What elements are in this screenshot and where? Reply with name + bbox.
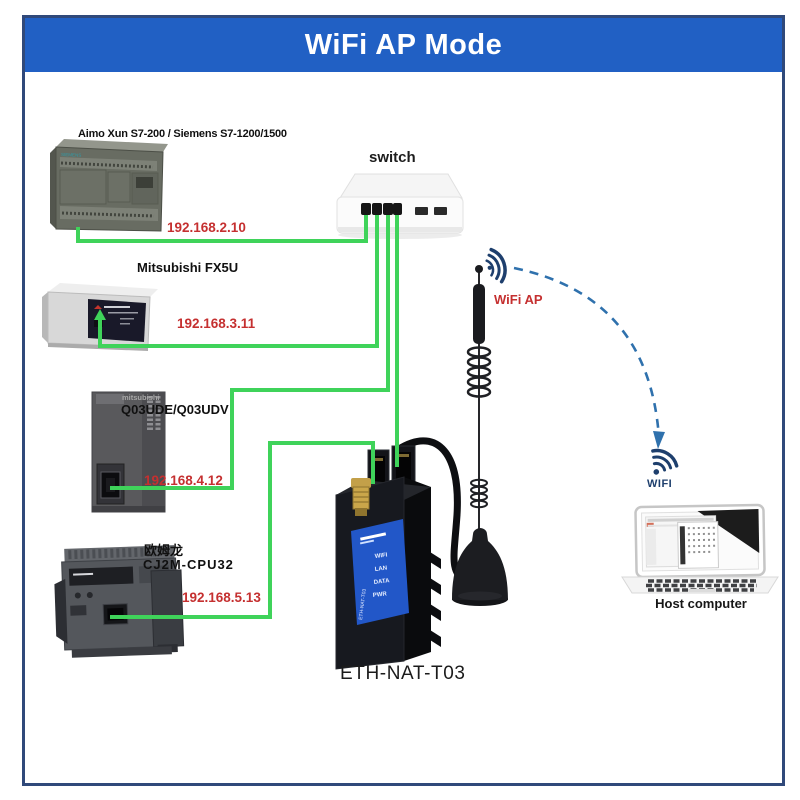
gateway-device: WIFI LAN DATA PWR ETH-NAT-T03 xyxy=(335,437,471,670)
led-label-pwr: PWR xyxy=(373,591,388,599)
antenna-magnetic-base xyxy=(452,528,508,606)
led-label-wifi: WIFI xyxy=(375,552,389,560)
q03-brand: mitsubishi xyxy=(122,393,160,402)
gateway-front-label: WIFI LAN DATA PWR ETH-NAT-T03 xyxy=(351,519,409,625)
omron-model: CJ2M-CPU32 xyxy=(143,557,234,572)
gateway-label: ETH-NAT-T03 xyxy=(340,663,466,684)
omron-ethernet-port xyxy=(102,603,129,626)
q03-ip: 192.168.4.12 xyxy=(144,473,223,488)
siemens-logo: SIEMENS xyxy=(61,152,81,158)
siemens-label: Aimo Xun S7-200 / Siemens S7-1200/1500 xyxy=(78,128,287,140)
host-laptop xyxy=(621,503,779,594)
fx5u-label: Mitsubishi FX5U xyxy=(137,260,239,275)
fx5u-ip: 192.168.3.11 xyxy=(177,316,256,331)
page-title: WiFi AP Mode xyxy=(304,28,503,61)
ethernet-connections xyxy=(76,215,399,619)
host-wifi-label: WIFI xyxy=(647,478,673,490)
switch-ports xyxy=(361,203,447,215)
wifi-dashed-arc xyxy=(513,266,665,449)
switch-device xyxy=(336,173,464,239)
antenna-coil-lower xyxy=(470,478,488,509)
led-label-data: DATA xyxy=(374,578,391,586)
host-computer-label: Host computer xyxy=(655,596,747,611)
switch-label: switch xyxy=(369,149,416,166)
antenna-coil-upper xyxy=(466,346,492,398)
gateway-side-label: ETH-NAT-T03 xyxy=(358,588,368,620)
wifi-antenna xyxy=(452,265,508,606)
led-label-lan: LAN xyxy=(375,566,388,573)
antenna-cable xyxy=(395,437,471,586)
siemens-plc-device: SIEMENS xyxy=(50,139,168,232)
link-omron-gateway xyxy=(110,441,375,619)
antenna-signal-icon xyxy=(485,247,507,284)
link-arrowhead xyxy=(94,309,106,320)
q03ude-plc-device xyxy=(91,391,166,513)
link-q03-switch xyxy=(110,215,390,490)
omron-plc-device xyxy=(54,545,185,658)
host-wifi-icon xyxy=(651,448,679,475)
omron-ip: 192.168.5.13 xyxy=(182,590,261,605)
q03ude-ethernet-port xyxy=(96,463,125,505)
siemens-ip: 192.168.2.10 xyxy=(167,220,246,235)
sma-antenna-connector xyxy=(351,478,371,516)
q03-label: Q03UDE/Q03UDV xyxy=(121,402,229,417)
link-siemens-switch xyxy=(76,215,368,243)
laptop-screen-ui xyxy=(645,515,719,569)
title-banner: WiFi AP Mode xyxy=(25,18,782,72)
wifi-ap-label: WiFi AP xyxy=(494,292,543,307)
link-fx5u-switch xyxy=(98,215,379,348)
omron-label: 欧姆龙 xyxy=(144,543,184,558)
